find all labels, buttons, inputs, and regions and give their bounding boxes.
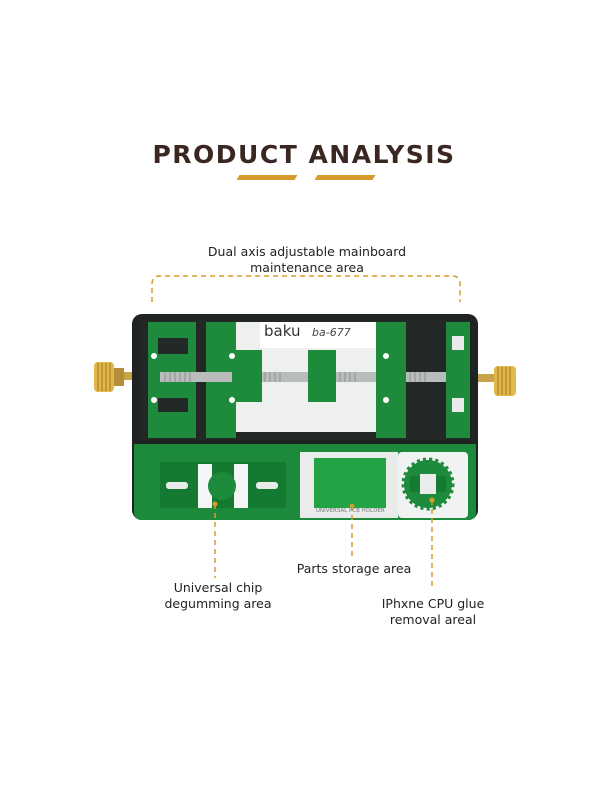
- callout-mainboard-label: Dual axis adjustable mainboard maintenan…: [204, 244, 410, 276]
- mainboard-area-bracket: [151, 275, 461, 302]
- model-number: ba-677: [312, 326, 351, 339]
- center-left-clamp: [232, 350, 262, 402]
- left-knob-icon: [94, 362, 140, 392]
- right-clamp: [376, 322, 406, 438]
- callout-mainboard-line2: maintenance area: [250, 260, 364, 275]
- callout-cpu-line1: IPhxne CPU glue: [381, 596, 485, 611]
- callout-cpu-label: IPhxne CPU glue removal areal: [371, 596, 495, 628]
- callout-cpu-line2: removal areal: [389, 612, 477, 627]
- callout-mainboard-line1: Dual axis adjustable mainboard: [207, 244, 407, 259]
- callout-chip-line2: degumming area: [164, 596, 272, 611]
- brand-logo: baku: [264, 322, 301, 340]
- page-title: PRODUCT ANALYSIS: [152, 140, 456, 169]
- center-right-clamp: [308, 350, 336, 402]
- callout-parts-label: Parts storage area: [296, 561, 412, 576]
- callout-chip-line1: Universal chip: [173, 580, 263, 595]
- callout-chip-label: Universal chip degumming area: [158, 580, 278, 612]
- right-knob-icon: [472, 366, 516, 396]
- plate-text: UNIVERSAL PCB HOLDER: [316, 508, 385, 514]
